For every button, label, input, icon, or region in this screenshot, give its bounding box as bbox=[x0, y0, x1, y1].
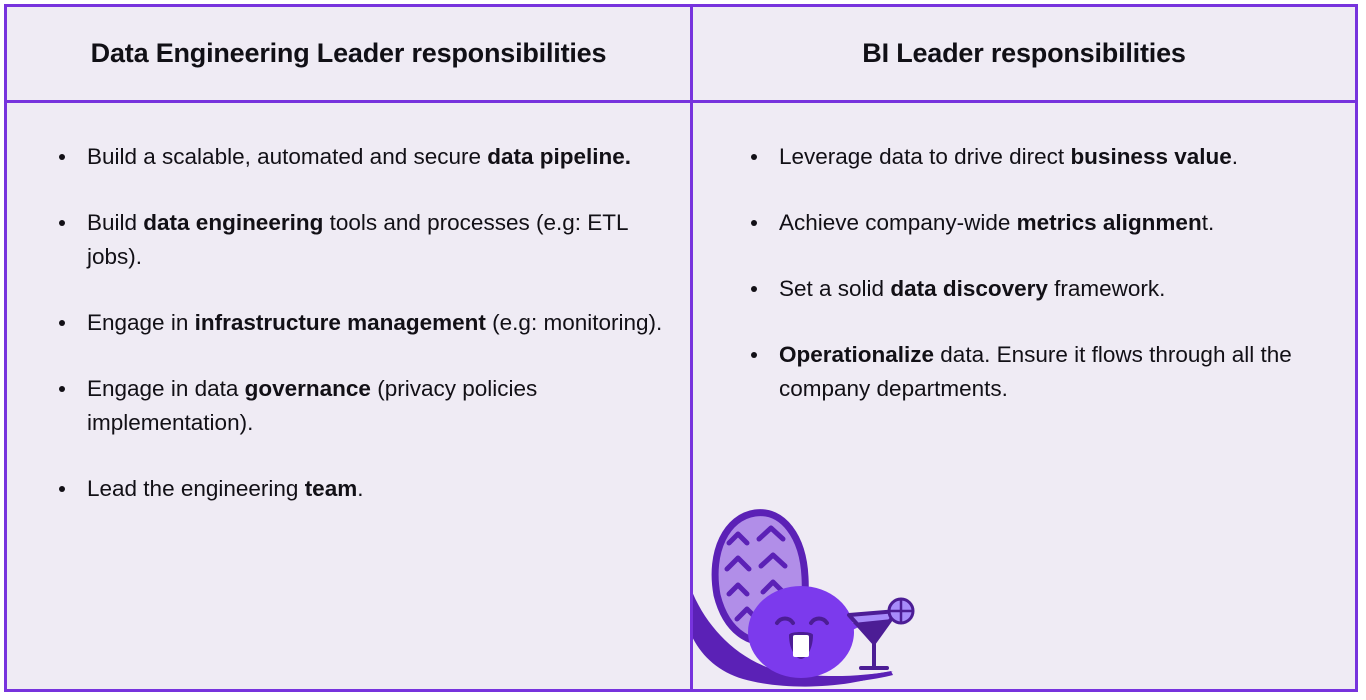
list-item: Engage in data governance (privacy polic… bbox=[59, 372, 669, 440]
list-item-text: Engage in bbox=[87, 310, 195, 335]
list-item-text: . bbox=[357, 476, 364, 501]
list-item-emphasis: Operationalize bbox=[779, 342, 935, 367]
list-item-emphasis: metrics alignmen bbox=[1016, 210, 1202, 235]
snail-with-cocktail-illustration bbox=[693, 499, 923, 689]
list-item-text: (e.g: monitoring). bbox=[485, 310, 663, 335]
page-title-left: Data Engineering Leader responsibilities bbox=[90, 38, 607, 69]
list-item: Achieve company-wide metrics alignment. bbox=[751, 206, 1311, 240]
list-item: Lead the engineering team. bbox=[59, 472, 669, 506]
list-item-text: framework. bbox=[1047, 276, 1166, 301]
list-item: Set a solid data discovery framework. bbox=[751, 272, 1311, 306]
list-item-emphasis: data discovery bbox=[890, 276, 1048, 301]
list-item: Build a scalable, automated and secure d… bbox=[59, 140, 669, 174]
list-item-emphasis: governance bbox=[244, 376, 371, 401]
responsibility-list-right: Leverage data to drive direct business v… bbox=[693, 103, 1311, 406]
body-cell-bi-leader: Leverage data to drive direct business v… bbox=[693, 103, 1355, 689]
list-item-text: Achieve company-wide bbox=[779, 210, 1017, 235]
list-item-text: Engage in data bbox=[87, 376, 245, 401]
list-item-text: data. Ensure it flows through all the co… bbox=[779, 342, 1292, 401]
list-item-text: tools and processes (e.g: ETL jobs). bbox=[87, 210, 628, 269]
list-item-text: . bbox=[1231, 144, 1239, 169]
body-cell-data-engineering-leader: Build a scalable, automated and secure d… bbox=[7, 103, 693, 689]
table-body-row: Build a scalable, automated and secure d… bbox=[7, 103, 1355, 689]
list-item-text: (privacy policies implementation). bbox=[87, 376, 538, 435]
list-item-emphasis: data pipeline. bbox=[487, 144, 632, 169]
comparison-table: Data Engineering Leader responsibilities… bbox=[4, 4, 1358, 692]
list-item-text: Set a solid bbox=[779, 276, 891, 301]
table-header-row: Data Engineering Leader responsibilities… bbox=[7, 7, 1355, 103]
list-item: Engage in infrastructure management (e.g… bbox=[59, 306, 669, 340]
list-item-text: Lead the engineering bbox=[87, 476, 305, 501]
list-item-emphasis: data engineering bbox=[143, 210, 324, 235]
list-item-emphasis: infrastructure management bbox=[194, 310, 486, 335]
list-item-emphasis: team bbox=[304, 476, 358, 501]
header-cell-data-engineering-leader: Data Engineering Leader responsibilities bbox=[7, 7, 693, 100]
page-title-right: BI Leader responsibilities bbox=[862, 38, 1186, 69]
list-item: Leverage data to drive direct business v… bbox=[751, 140, 1311, 174]
list-item: Build data engineering tools and process… bbox=[59, 206, 669, 274]
header-cell-bi-leader: BI Leader responsibilities bbox=[693, 7, 1355, 100]
list-item-text: t. bbox=[1201, 210, 1215, 235]
list-item-emphasis: business value bbox=[1070, 144, 1232, 169]
responsibility-list-left: Build a scalable, automated and secure d… bbox=[7, 103, 669, 506]
list-item-text: Build a scalable, automated and secure bbox=[87, 144, 488, 169]
list-item-text: Leverage data to drive direct bbox=[779, 144, 1071, 169]
list-item: Operationalize data. Ensure it flows thr… bbox=[751, 338, 1311, 406]
list-item-text: Build bbox=[87, 210, 144, 235]
